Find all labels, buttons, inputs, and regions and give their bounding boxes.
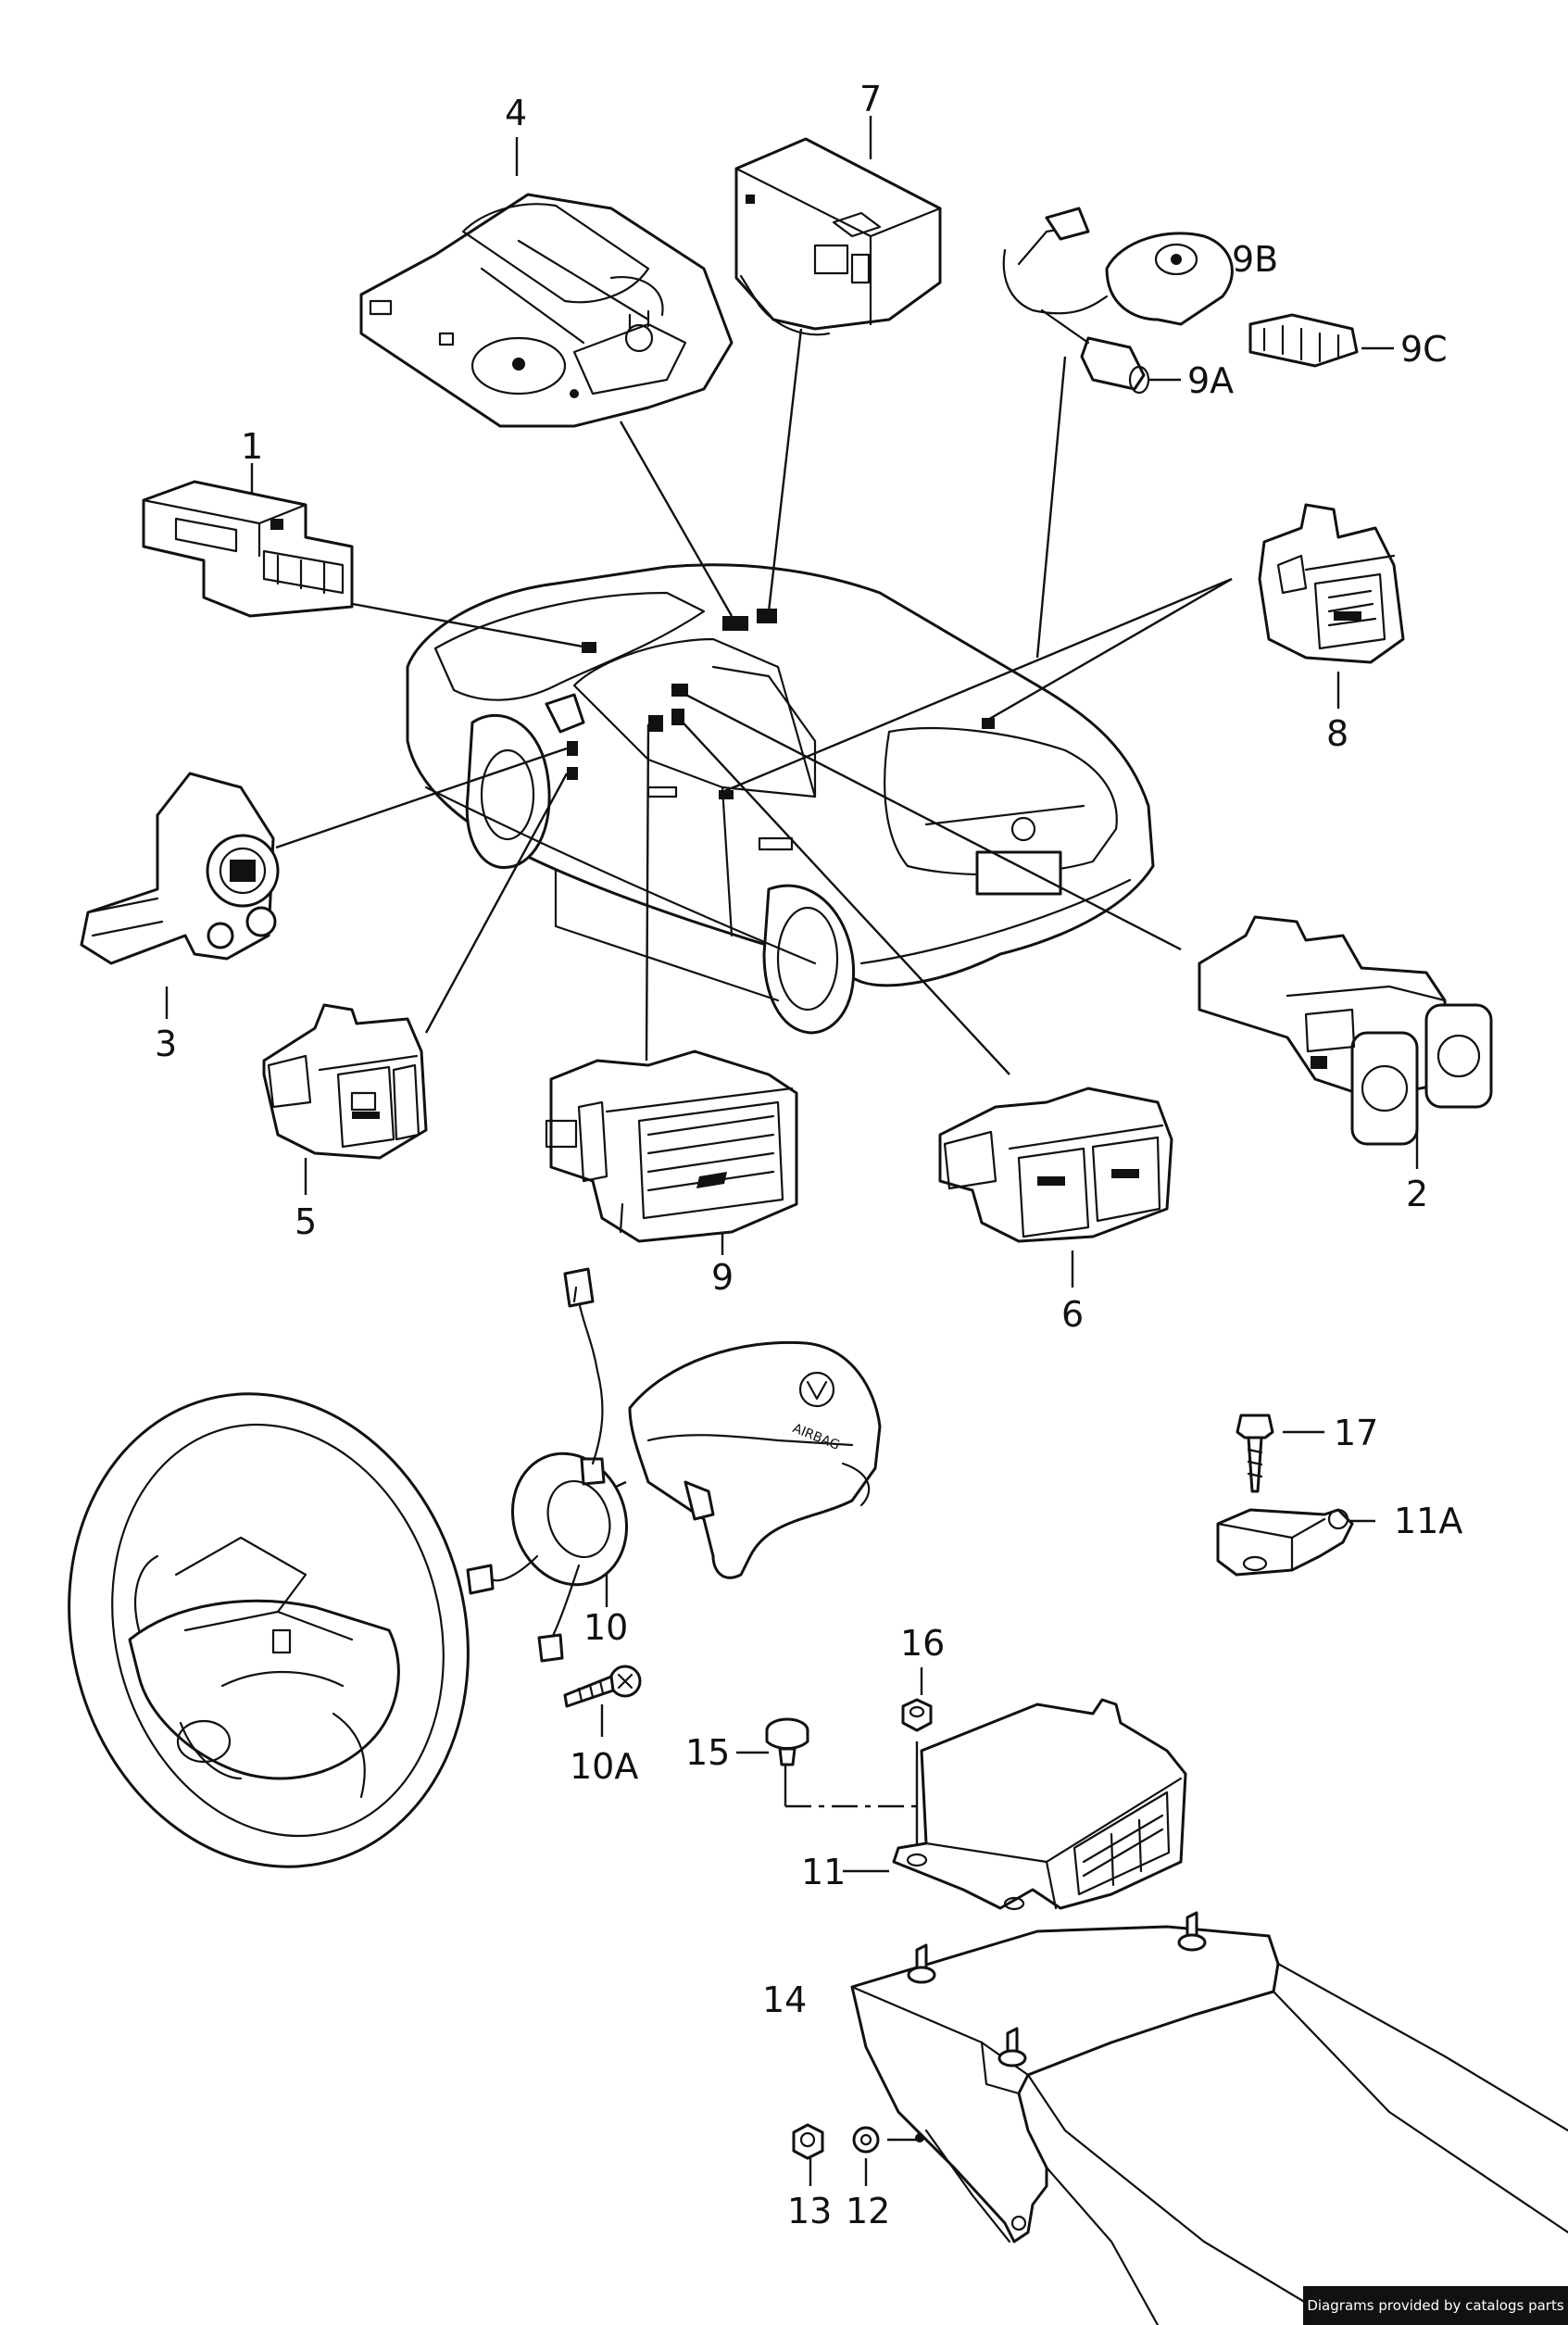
part-10a-screw (563, 1665, 642, 1708)
part-5-window-switch (262, 1003, 428, 1160)
part-8-switch (1258, 503, 1405, 664)
label-9b: 9B (1232, 239, 1278, 280)
label-10: 10 (583, 1607, 628, 1648)
credit-banner: Diagrams provided by catalogs parts (1303, 2286, 1568, 2325)
label-8: 8 (1326, 713, 1348, 754)
leader-lines (165, 116, 1419, 2186)
part-17-bolt (1236, 1414, 1274, 1493)
label-7: 7 (859, 79, 882, 119)
part-16-nut (901, 1698, 933, 1732)
part-13-nut (792, 2123, 824, 2160)
callout-labels: 1 4 7 9B 9C 9A 8 3 5 9 6 2 17 11A 10 10A… (155, 79, 1462, 2231)
label-11a: 11A (1394, 1501, 1462, 1541)
part-6-window-switch (938, 1087, 1173, 1243)
label-16: 16 (900, 1623, 945, 1664)
airbag-module: AIRBAG (628, 1340, 882, 1579)
label-15: 15 (685, 1732, 730, 1773)
label-3: 3 (155, 1024, 177, 1064)
part-4-motor-module (359, 193, 734, 428)
part-9c-clip (1248, 313, 1359, 368)
part-2-dual-switch (1198, 915, 1493, 1146)
label-9a: 9A (1187, 360, 1234, 401)
label-9c: 9C (1400, 329, 1448, 370)
part-14-bracket (850, 1911, 1568, 2325)
label-2: 2 (1406, 1174, 1428, 1214)
label-5: 5 (295, 1201, 317, 1242)
label-1: 1 (241, 426, 263, 467)
label-4: 4 (505, 93, 527, 133)
steering-wheel (68, 1392, 470, 1868)
part-9-control-unit (545, 1049, 798, 1243)
label-14: 14 (762, 1979, 807, 2020)
part-10-clock-spring (466, 1267, 629, 1663)
part-9a-sensor (1002, 207, 1150, 395)
vehicle (406, 563, 1155, 1035)
part-3-light-switch (80, 772, 280, 965)
label-11: 11 (801, 1852, 846, 1892)
label-13: 13 (787, 2191, 832, 2231)
part-9b-key-ring (1105, 232, 1234, 326)
label-6: 6 (1061, 1294, 1084, 1335)
label-12: 12 (846, 2191, 890, 2231)
part-7-control-box (734, 137, 942, 336)
part-1-module (142, 480, 354, 618)
part-15-bolt (765, 1717, 809, 1766)
part-12-washer (852, 2126, 880, 2154)
label-17: 17 (1334, 1413, 1378, 1453)
label-10a: 10A (570, 1746, 638, 1787)
label-9: 9 (711, 1257, 734, 1298)
part-11a-crash-sensor (1216, 1508, 1354, 1577)
part-11-airbag-control-unit (892, 1698, 1187, 1911)
